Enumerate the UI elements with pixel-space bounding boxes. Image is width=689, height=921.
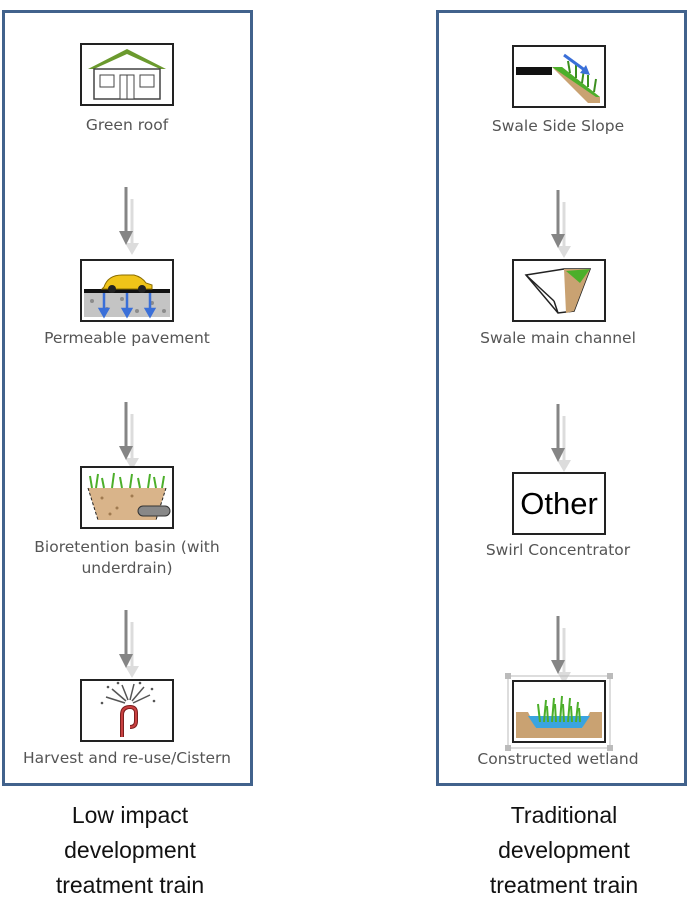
flow-arrow-1 [119,187,139,255]
permeable-pavement-node[interactable] [80,259,174,322]
flow-arrow-3 [119,610,139,678]
cistern-node[interactable] [80,679,174,742]
other-icon: Other [520,485,598,521]
swale-side-slope-node[interactable] [512,45,606,108]
wetland-icon [516,695,602,738]
wetland-selection-frame [504,672,614,752]
flow-arrow-6 [551,616,571,684]
low-impact-caption: Low impact development treatment train [0,798,260,903]
flow-arrow-5 [551,404,571,472]
swale-channel-label: Swale main channel [480,329,636,347]
caption-line: treatment train [489,872,639,898]
caption-line: treatment train [55,872,205,898]
flow-arrow-4 [551,190,571,258]
green-roof-node[interactable] [80,43,174,106]
swirl-concentrator-label: Swirl Concentrator [485,541,631,559]
caption-line: Low impact [71,802,189,828]
caption-line: development [498,837,630,863]
bioretention-basin-icon [87,472,171,521]
cistern-icon [100,681,156,737]
cistern-label: Harvest and re-use/Cistern [23,749,231,767]
caption-line: development [64,837,196,863]
swirl-concentrator-node[interactable]: Other [512,472,606,535]
swale-channel-node[interactable] [512,259,606,322]
swale-side-slope-icon [516,53,600,103]
caption-line: Traditional [510,802,618,828]
swale-side-slope-label: Swale Side Slope [491,117,625,135]
green-roof-icon [88,49,166,100]
traditional-panel [436,10,687,786]
bioretention-basin-node[interactable] [80,466,174,529]
wetland-node[interactable] [512,680,606,743]
permeable-pavement-label: Permeable pavement [44,329,210,347]
green-roof-label: Green roof [85,116,169,134]
flow-arrow-2 [119,402,139,470]
permeable-pavement-icon [84,274,170,319]
bioretention-basin-label: Bioretention basin (with underdrain) [34,538,220,577]
wetland-label: Constructed wetland [477,750,639,768]
swale-channel-icon [524,268,592,314]
traditional-caption: Traditional development treatment train [434,798,689,903]
